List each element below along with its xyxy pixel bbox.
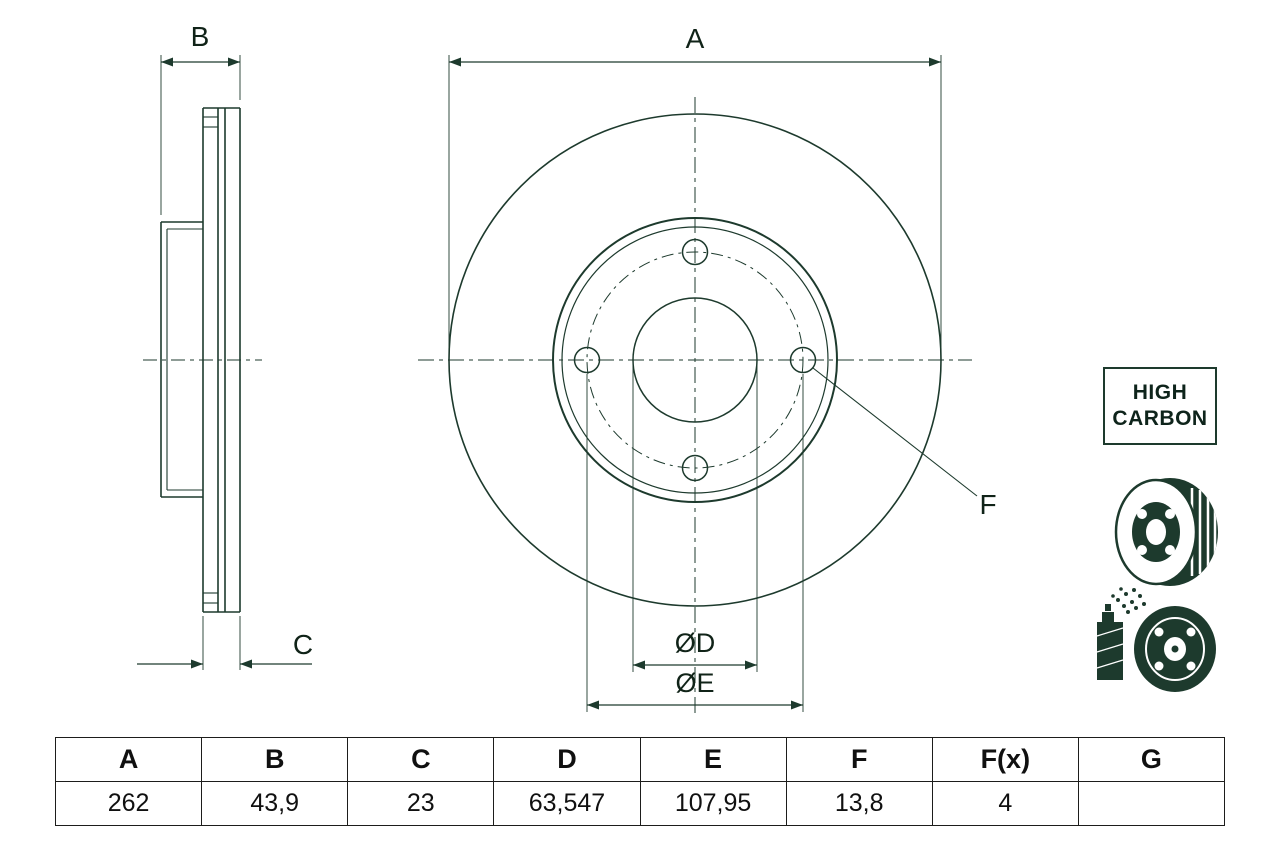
center-lines <box>143 97 972 715</box>
table-header-cell-A: A <box>54 737 203 782</box>
front-view <box>448 113 942 607</box>
dimension-E: ØE <box>586 374 804 712</box>
table-header-cell-D: D <box>493 737 641 782</box>
table-value-E: 107,95 <box>639 781 787 826</box>
coated-disc-spray-icon <box>1096 587 1216 692</box>
table-value-row: 262 43,9 23 63,547 107,95 13,8 4 <box>54 781 1226 826</box>
dimension-table: A B C D E F F(x) G 262 43,9 23 63,547 10… <box>54 737 1226 826</box>
table-value-F: 13,8 <box>785 781 933 826</box>
high-carbon-line2: CARBON <box>1112 407 1208 430</box>
table-value-D: 63,547 <box>493 781 641 826</box>
table-header-cell-Fx: F(x) <box>931 737 1079 782</box>
outer-diameter-circle <box>448 113 942 607</box>
dim-b-label: B <box>191 21 210 52</box>
dim-e-label: ØE <box>675 668 714 698</box>
table-header-cell-B: B <box>201 737 349 782</box>
dimension-C: C <box>137 616 313 670</box>
vented-brake-disc-icon <box>1114 478 1218 586</box>
dimension-D: ØD <box>632 366 758 672</box>
table-value-A: 262 <box>54 781 203 826</box>
bolt-circle <box>586 251 804 469</box>
side-view-section <box>160 107 241 613</box>
dimension-F: F <box>812 367 997 520</box>
hat-inner-circle <box>561 226 829 494</box>
dimension-B: B <box>160 21 241 215</box>
dim-d-label: ØD <box>675 628 716 658</box>
rim-chamfer-ticks <box>203 116 218 604</box>
table-value-C: 23 <box>347 781 495 826</box>
table-value-G <box>1077 781 1226 826</box>
coated-disc <box>1134 606 1216 692</box>
table-value-B: 43,9 <box>201 781 349 826</box>
spray-can-icon <box>1096 604 1124 680</box>
dim-c-label: C <box>293 629 313 660</box>
spray-mist-dots <box>1111 587 1146 614</box>
table-header-cell-E: E <box>639 737 787 782</box>
high-carbon-badge: HIGH CARBON <box>1103 367 1217 445</box>
bolt-holes <box>573 238 817 482</box>
brake-disc-technical-drawing: A B C ØD <box>137 21 1218 715</box>
table-value-Fx: 4 <box>931 781 1079 826</box>
center-bore-circle <box>632 297 758 423</box>
disc-icon-bolt-holes <box>1137 509 1175 555</box>
dimension-A: A <box>448 23 942 350</box>
high-carbon-line1: HIGH <box>1132 381 1188 405</box>
dim-a-label: A <box>686 23 705 54</box>
hat-section <box>160 221 203 498</box>
dim-f-label: F <box>979 489 996 520</box>
table-header-row: A B C D E F F(x) G <box>54 737 1226 782</box>
table-header-cell-F: F <box>785 737 933 782</box>
table-header-cell-G: G <box>1077 737 1226 782</box>
hat-outer-circle <box>552 217 838 503</box>
table-header-cell-C: C <box>347 737 495 782</box>
